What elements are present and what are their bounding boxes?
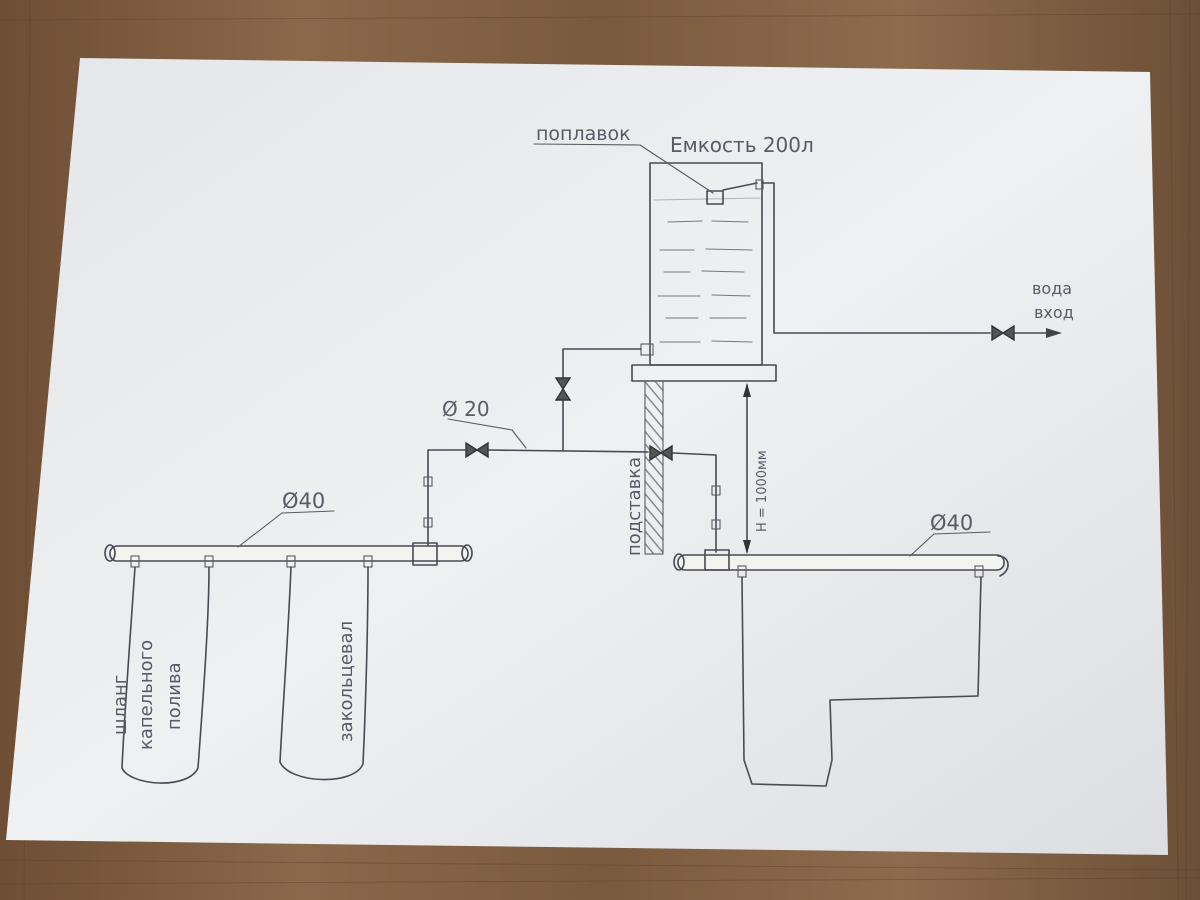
left-header-pipe-d40 bbox=[104, 510, 473, 568]
float-label: поплавок bbox=[536, 123, 631, 145]
looped-label: закольцевал bbox=[336, 621, 357, 742]
valve-icon bbox=[465, 441, 489, 459]
valve-icon bbox=[554, 377, 572, 401]
float-icon bbox=[706, 179, 764, 205]
valve-icon bbox=[991, 324, 1015, 342]
drip-label-2: капельного bbox=[136, 640, 157, 750]
drip-label-3: полива bbox=[164, 662, 185, 730]
valve-icon bbox=[649, 444, 673, 462]
arrow-icon bbox=[1046, 328, 1062, 338]
d40-right-label: Ø40 bbox=[930, 511, 973, 535]
height-dimension bbox=[743, 383, 751, 554]
tank-stand bbox=[644, 380, 664, 555]
tank-outlet-pipe bbox=[562, 343, 654, 452]
right-loop-hose bbox=[741, 576, 982, 787]
right-header-pipe-d40 bbox=[673, 531, 1009, 578]
height-label: H = 1000мм bbox=[755, 450, 770, 532]
water-in-label-1: вода bbox=[1032, 279, 1072, 298]
d20-label: Ø 20 bbox=[442, 397, 490, 421]
water-in-label-2: вход bbox=[1034, 303, 1074, 322]
pipe-cap-icon bbox=[673, 553, 685, 571]
pipe-cap-icon bbox=[461, 544, 473, 562]
tank-label: Емкость 200л bbox=[670, 133, 814, 157]
distribution-pipe-d20 bbox=[423, 418, 721, 553]
labels: поплавок Емкость 200л вода вход Ø 20 Ø40… bbox=[110, 123, 1074, 750]
d40-left-label: Ø40 bbox=[282, 489, 325, 513]
drip-label-1: шланг bbox=[110, 675, 131, 735]
water-inlet-pipe bbox=[761, 182, 1062, 338]
drip-hose-loops bbox=[121, 566, 369, 784]
stand-label: подставка bbox=[624, 457, 645, 556]
paper bbox=[6, 58, 1168, 855]
pipe-cap-icon bbox=[104, 544, 116, 562]
